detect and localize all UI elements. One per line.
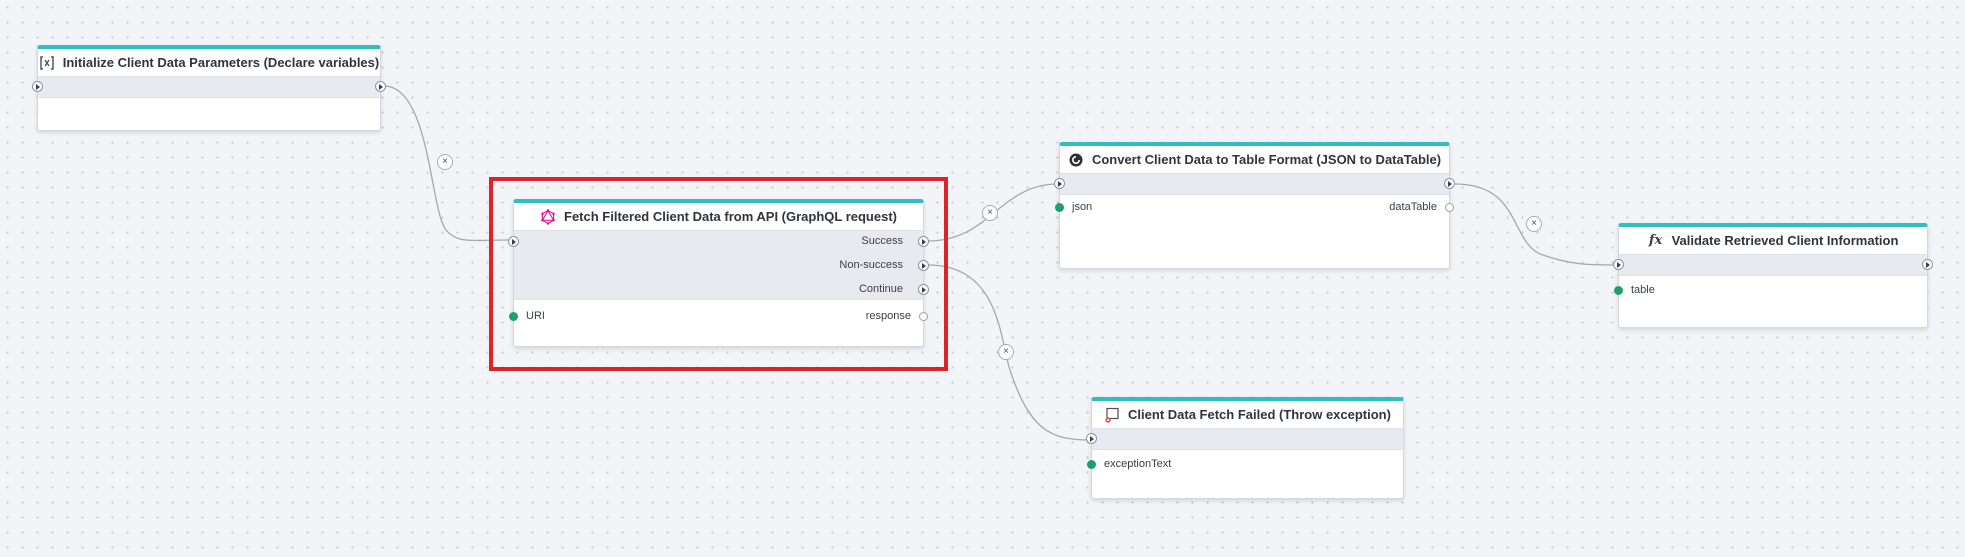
- wire-init-to-fetch[interactable]: [383, 85, 511, 242]
- uri-input-label: URI: [526, 310, 545, 322]
- exec-input-pin[interactable]: [1613, 259, 1624, 270]
- node-title: Convert Client Data to Table Format (JSO…: [1091, 152, 1442, 167]
- exec-row: [1086, 428, 1403, 450]
- exception-text-input-pin[interactable]: [1087, 460, 1096, 469]
- selection-highlight: [489, 177, 948, 371]
- exec-input-pin[interactable]: [1054, 178, 1065, 189]
- data-ports: exceptionText: [1087, 450, 1403, 500]
- continue-output-label: Continue: [858, 283, 903, 295]
- table-input-pin[interactable]: [1614, 286, 1623, 295]
- exec-input-pin[interactable]: [508, 236, 519, 247]
- non-success-output-label: Non-success: [839, 259, 903, 271]
- non-success-output-pin[interactable]: [918, 260, 929, 271]
- uri-input-pin[interactable]: [509, 312, 518, 321]
- exception-text-input-label: exceptionText: [1104, 458, 1172, 470]
- json-input-label: json: [1072, 201, 1093, 213]
- node-title: Validate Retrieved Client Information: [1671, 233, 1899, 248]
- node-title: Client Data Fetch Failed (Throw exceptio…: [1128, 407, 1391, 422]
- delete-wire-convert-validate[interactable]: ×: [1526, 216, 1542, 232]
- node-header[interactable]: fx Validate Retrieved Client Information: [1619, 227, 1927, 254]
- delete-wire-success-convert[interactable]: ×: [982, 205, 998, 221]
- node-initialize-client-data[interactable]: Initialize Client Data Parameters (Decla…: [32, 45, 386, 131]
- variable-brackets-icon: [39, 55, 55, 71]
- success-output-label: Success: [861, 235, 903, 247]
- delete-wire-nonsuccess-error[interactable]: ×: [998, 344, 1014, 360]
- function-fx-icon: fx: [1648, 233, 1663, 248]
- datatable-output-pin[interactable]: [1445, 203, 1454, 212]
- continue-output-pin[interactable]: [918, 284, 929, 295]
- success-output-pin[interactable]: [918, 236, 929, 247]
- exec-output-pin[interactable]: [375, 81, 386, 92]
- node-title: Initialize Client Data Parameters (Decla…: [62, 55, 380, 70]
- exec-input-pin[interactable]: [1086, 433, 1097, 444]
- node-header[interactable]: Initialize Client Data Parameters (Decla…: [38, 49, 380, 76]
- exec-input-pin[interactable]: [32, 81, 43, 92]
- node-header[interactable]: Client Data Fetch Failed (Throw exceptio…: [1092, 401, 1403, 428]
- table-input-label: table: [1631, 284, 1655, 296]
- exec-output-pin[interactable]: [1922, 259, 1933, 270]
- node-title: Fetch Filtered Client Data from API (Gra…: [564, 209, 897, 224]
- response-output-pin[interactable]: [919, 312, 928, 321]
- data-ports: table: [1614, 276, 1927, 328]
- exec-output-pin[interactable]: [1444, 178, 1455, 189]
- exec-rows: Success Non-success Continue: [508, 230, 929, 300]
- datatable-output-label: dataTable: [1389, 201, 1437, 213]
- throw-exception-icon: [1104, 407, 1120, 423]
- node-validate-client-info[interactable]: fx Validate Retrieved Client Information…: [1613, 223, 1933, 328]
- node-throw-exception[interactable]: Client Data Fetch Failed (Throw exceptio…: [1086, 397, 1404, 500]
- exec-row: [32, 76, 386, 98]
- json-circle-icon: [1068, 152, 1084, 168]
- wire-convert-to-validate[interactable]: [1454, 183, 1617, 266]
- data-ports: json dataTable: [1055, 195, 1454, 269]
- exec-row: [1054, 173, 1455, 195]
- exec-row: [1613, 254, 1933, 276]
- wire-fetch-nonsuccess-to-error[interactable]: [927, 264, 1091, 441]
- node-fetch-client-data[interactable]: Fetch Filtered Client Data from API (Gra…: [508, 199, 929, 347]
- data-ports: URI response: [509, 300, 928, 344]
- json-input-pin[interactable]: [1055, 203, 1064, 212]
- response-output-label: response: [865, 310, 911, 322]
- node-header[interactable]: Fetch Filtered Client Data from API (Gra…: [514, 203, 923, 230]
- graphql-icon: [540, 208, 556, 225]
- node-convert-to-datatable[interactable]: Convert Client Data to Table Format (JSO…: [1054, 142, 1455, 269]
- node-header[interactable]: Convert Client Data to Table Format (JSO…: [1060, 146, 1449, 173]
- delete-wire-init-fetch[interactable]: ×: [437, 154, 453, 170]
